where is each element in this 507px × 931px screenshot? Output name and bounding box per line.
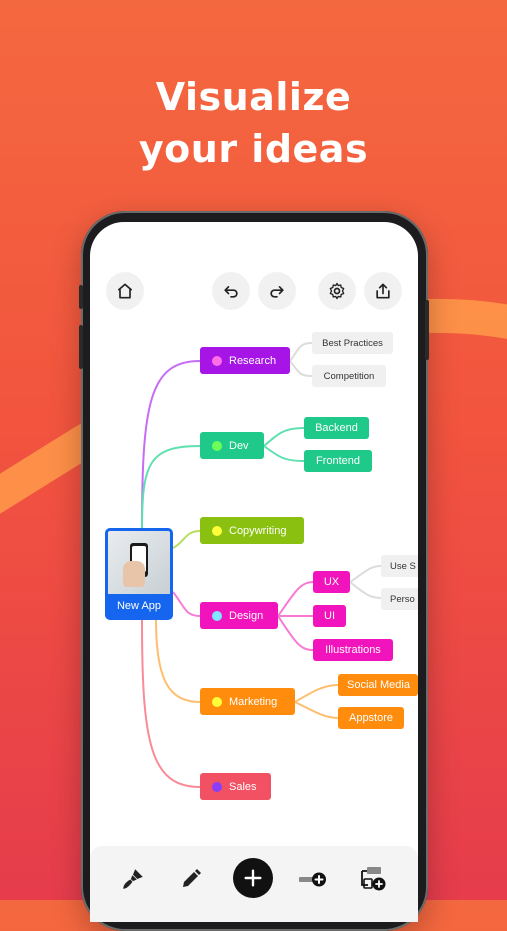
leaf-use-s[interactable]: Use S	[381, 555, 418, 577]
leaf-illustrations[interactable]: Illustrations	[313, 639, 393, 661]
branch-label: Design	[229, 609, 264, 622]
root-node-label: New App	[116, 600, 162, 612]
add-child-button[interactable]	[296, 862, 330, 896]
branch-dot	[212, 610, 222, 621]
phone-volume-up	[79, 325, 83, 369]
home-button[interactable]	[106, 272, 144, 310]
branch-label: Sales	[229, 780, 257, 793]
plus-icon	[244, 869, 262, 887]
branch-dev[interactable]: Dev	[200, 432, 264, 459]
undo-icon	[224, 286, 238, 298]
add-child-node-icon	[299, 872, 326, 887]
leaf-ui[interactable]: UI	[313, 605, 346, 627]
leaf-ux[interactable]: UX	[313, 571, 350, 593]
root-node-image	[108, 531, 170, 594]
branch-label: Copywriting	[229, 524, 287, 537]
edit-button[interactable]	[174, 862, 208, 896]
add-sibling-node-icon	[361, 867, 386, 891]
leaf-frontend[interactable]: Frontend	[304, 450, 372, 472]
root-node[interactable]: New App	[105, 528, 173, 620]
redo-icon	[270, 286, 284, 298]
branch-sales[interactable]: Sales	[200, 773, 271, 800]
branch-label: Dev	[229, 439, 249, 452]
redo-button[interactable]	[258, 272, 296, 310]
undo-button[interactable]	[212, 272, 250, 310]
mindmap-connectors	[141, 342, 382, 788]
app-screen: New App Research Dev Copywriting Design …	[90, 222, 418, 922]
settings-button[interactable]	[318, 272, 356, 310]
branch-dot	[212, 355, 222, 366]
branch-copywriting[interactable]: Copywriting	[200, 517, 304, 544]
pencil-icon	[183, 869, 201, 887]
leaf-social-media[interactable]: Social Media	[338, 674, 418, 696]
branch-label: Research	[229, 354, 277, 367]
share-button[interactable]	[364, 272, 402, 310]
leaf-competition[interactable]: Competition	[312, 365, 386, 387]
branch-dot	[212, 525, 222, 536]
add-node-button[interactable]	[233, 858, 273, 898]
headline-line-2: your ideas	[138, 127, 369, 171]
bottom-toolbar	[90, 846, 418, 922]
leaf-best-practices[interactable]: Best Practices	[312, 332, 393, 354]
phone-side-button	[79, 285, 83, 309]
branch-research[interactable]: Research	[200, 347, 290, 374]
branch-dot	[212, 781, 222, 792]
paintbrush-icon	[123, 869, 143, 889]
leaf-appstore[interactable]: Appstore	[338, 707, 404, 729]
branch-label: Marketing	[229, 695, 278, 708]
branch-marketing[interactable]: Marketing	[200, 688, 295, 715]
branch-dot	[212, 440, 222, 451]
leaf-backend[interactable]: Backend	[304, 417, 369, 439]
style-button[interactable]	[116, 862, 150, 896]
add-sibling-button[interactable]	[356, 862, 390, 896]
gear-icon	[329, 282, 345, 300]
leaf-perso[interactable]: Perso	[381, 588, 418, 610]
phone-power-button	[425, 300, 429, 360]
headline-line-1: Visualize	[155, 75, 352, 119]
share-icon	[376, 283, 390, 299]
branch-design[interactable]: Design	[200, 602, 278, 629]
home-icon	[117, 283, 133, 299]
branch-dot	[212, 696, 222, 707]
